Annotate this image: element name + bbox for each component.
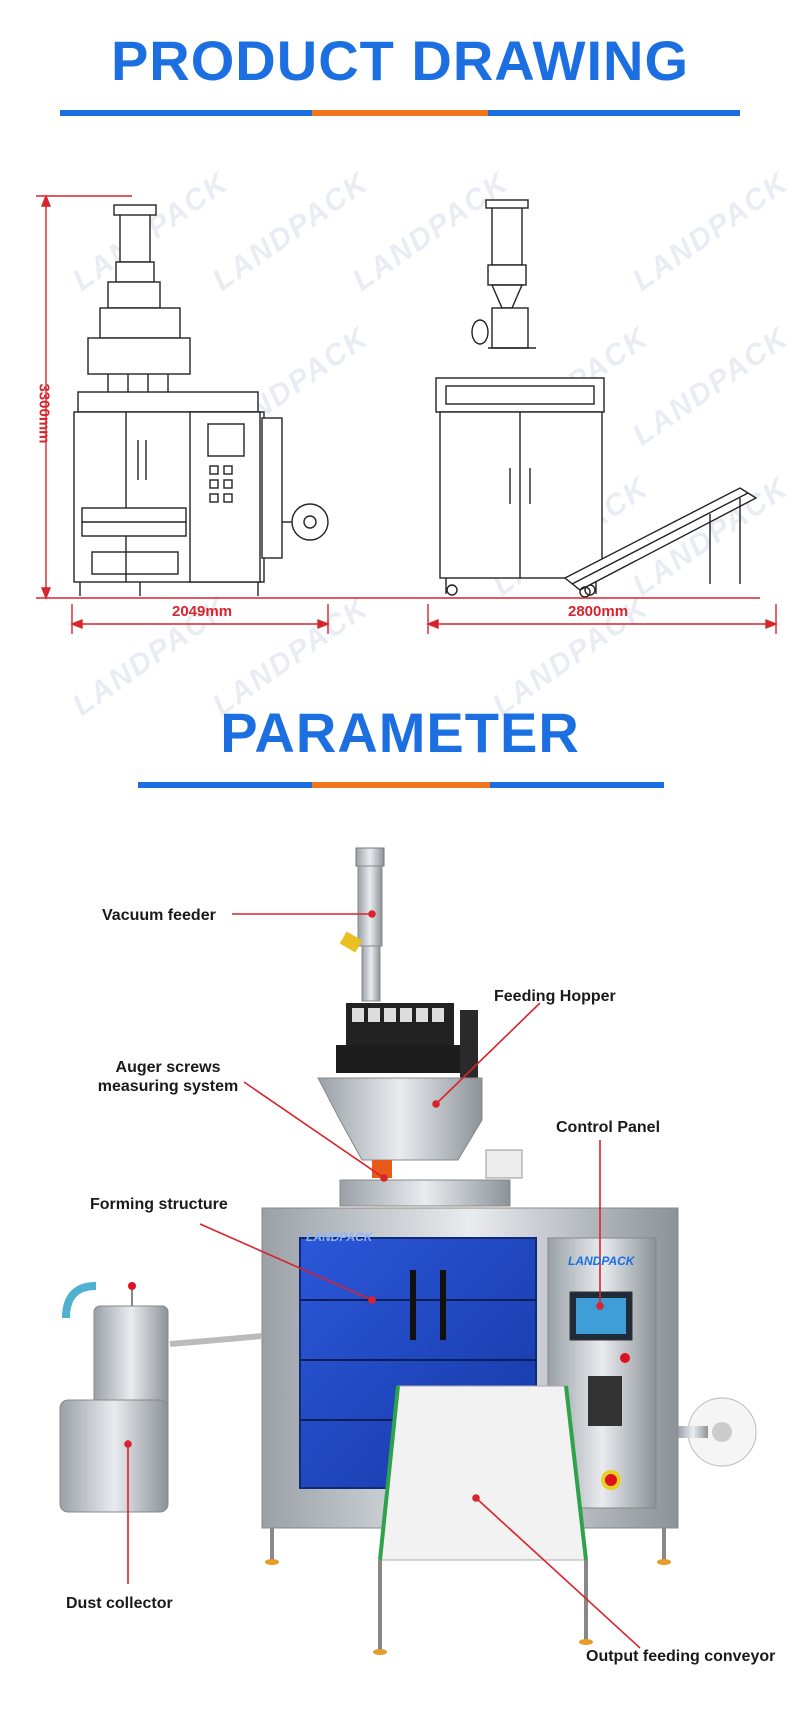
callout-auger-line2: measuring system — [97, 1078, 239, 1095]
callout-dust-collector: Dust collector — [66, 1595, 173, 1612]
callout-feeding-hopper: Feeding Hopper — [494, 988, 616, 1005]
callout-auger-line1: Auger screws — [115, 1059, 221, 1076]
callout-control-panel: Control Panel — [556, 1119, 661, 1136]
callout-forming-structure: Forming structure — [90, 1196, 228, 1213]
callout-auger-screws: Auger screws measuring system — [94, 1058, 242, 1096]
section-title-product-drawing: PRODUCT DRAWING — [110, 29, 690, 92]
title-underline-accent — [312, 110, 488, 116]
section-title-parameter: PARAMETER — [220, 701, 580, 764]
side-width-dimension-label: 2800mm — [568, 603, 629, 620]
brand-logo: LANDPACK — [306, 1230, 373, 1244]
title-underline — [60, 110, 740, 116]
title-underline — [138, 782, 664, 788]
front-width-dimension-label: 2049mm — [172, 603, 233, 620]
callout-vacuum-feeder: Vacuum feeder — [102, 907, 216, 924]
title-underline-accent — [312, 782, 490, 788]
callout-output-conveyor: Output feeding conveyor — [586, 1648, 776, 1665]
brand-logo: LANDPACK — [568, 1254, 635, 1268]
